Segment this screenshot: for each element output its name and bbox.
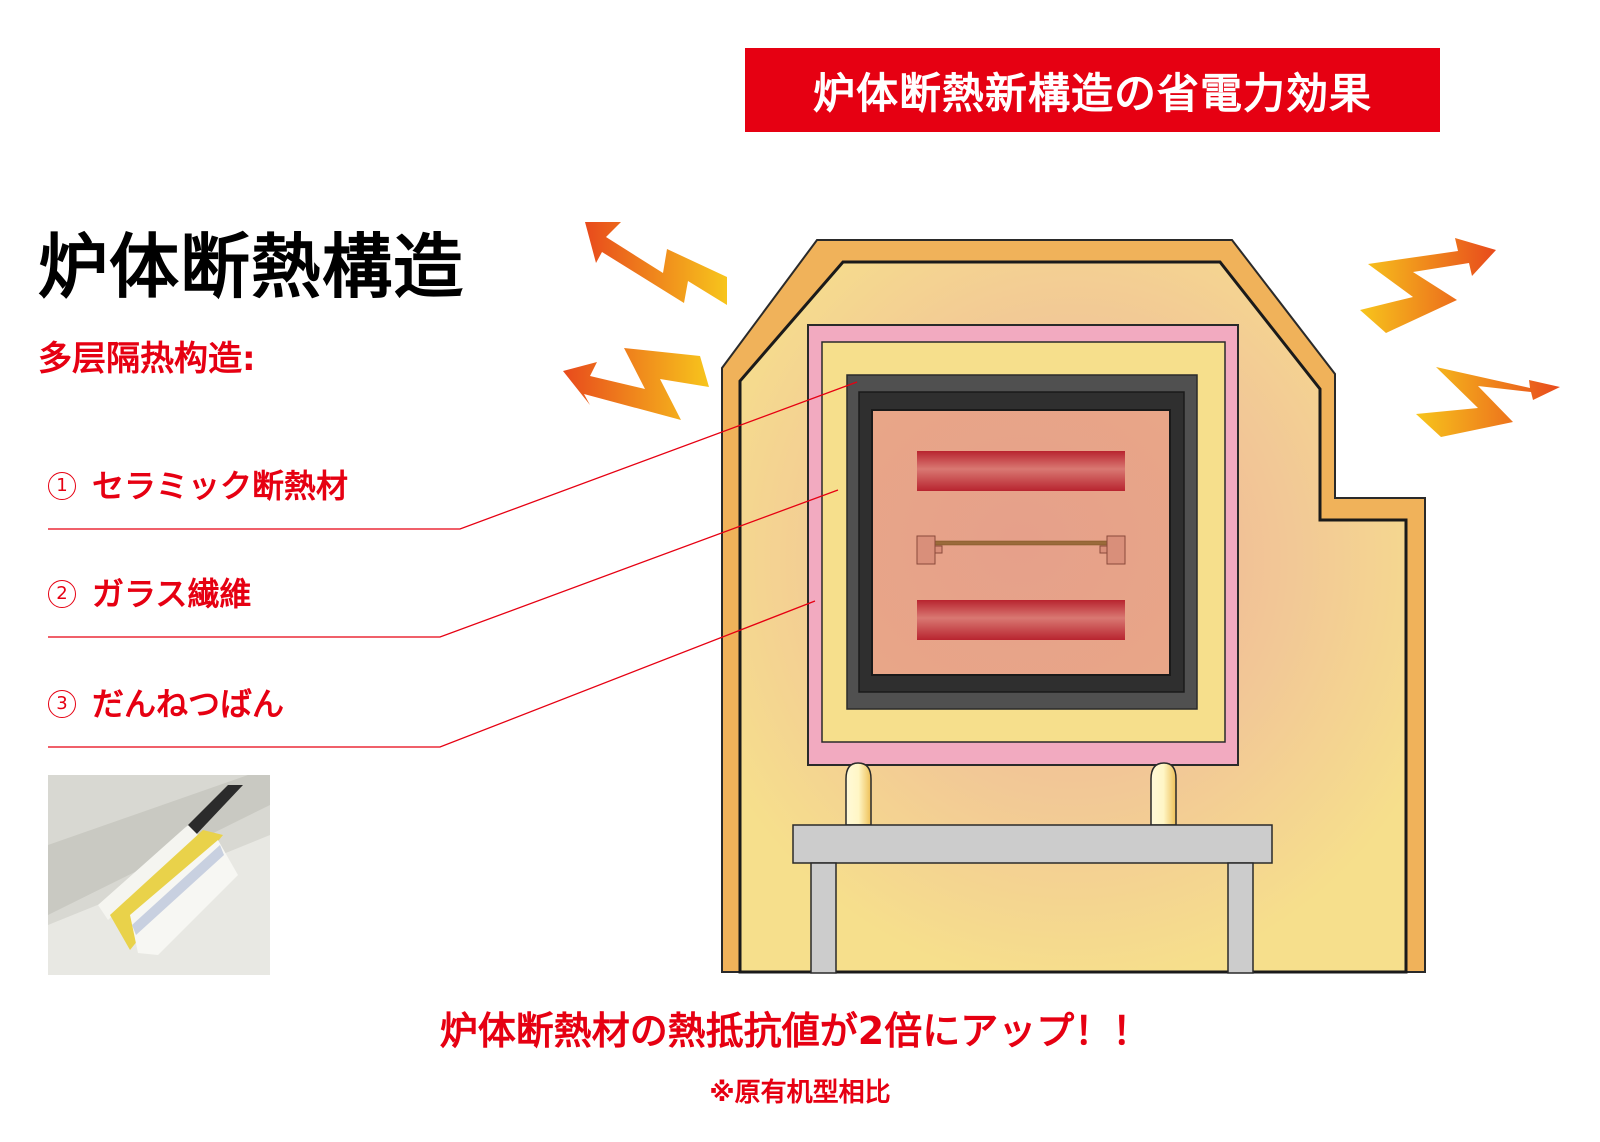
layer-label: セラミック断熱材 [92, 467, 349, 505]
page-title: 炉体断熱構造 [38, 226, 464, 308]
layer-item-insulation-board: 3 だんねつばん [48, 688, 284, 720]
support-post-right [1150, 762, 1177, 826]
layer-item-ceramic: 1 セラミック断熱材 [48, 470, 348, 502]
insulation-sample-photo [48, 775, 270, 975]
heater-element-top [917, 451, 1125, 491]
comparison-note: ※原有机型相比 [709, 1078, 891, 1108]
support-table-top [792, 824, 1273, 864]
section-subtitle: 多层隔热构造: [38, 339, 256, 379]
photo-illustration [48, 775, 270, 975]
leader-line-insulation-board [48, 600, 816, 748]
result-headline-text: 炉体断熱材の熱抵抗値が2倍にアップ！！ [439, 1009, 1151, 1053]
heat-arrow-icon [1416, 367, 1560, 437]
support-table-leg-left [810, 862, 837, 974]
layer-number-badge: 1 [48, 472, 76, 500]
banner-title: 炉体断熱新構造の省電力効果 [812, 68, 1372, 118]
heat-arrow-icon [563, 348, 709, 420]
result-headline: 炉体断熱材の熱抵抗値が2倍にアップ！！ [0, 1012, 1600, 1050]
leader-line-glass-fiber [48, 489, 839, 638]
layer-label: ガラス繊維 [92, 575, 252, 613]
layer-number-badge: 2 [48, 580, 76, 608]
layer-item-glass-fiber: 2 ガラス繊維 [48, 578, 251, 610]
layer-number-badge: 3 [48, 690, 76, 718]
heat-arrow-icon [585, 222, 727, 305]
layer-label: だんねつばん [92, 685, 285, 723]
heat-arrow-icon [1360, 238, 1496, 333]
heater-element-bottom [917, 600, 1125, 640]
title-banner: 炉体断熱新構造の省電力効果 [745, 48, 1440, 132]
leader-line-ceramic [48, 381, 858, 530]
support-post-left [845, 762, 872, 826]
support-table-leg-right [1227, 862, 1254, 974]
workpiece-rod [916, 535, 1126, 565]
